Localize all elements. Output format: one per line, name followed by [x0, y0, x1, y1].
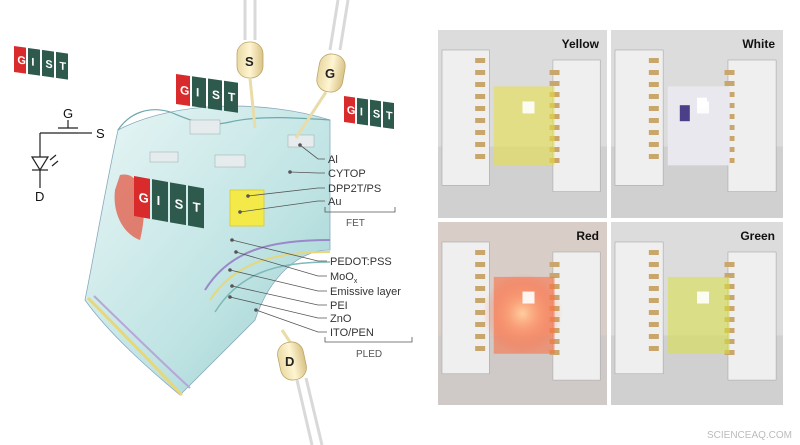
logo-letter: I — [157, 193, 161, 209]
pled-layer-label: ITO/PEN — [330, 327, 374, 339]
connector-source-label: S — [245, 54, 254, 69]
fet-layer-label: DPP2T/PS — [328, 183, 381, 195]
fet-layer-label: Al — [328, 154, 338, 166]
schematic-drain-label: D — [35, 189, 44, 204]
connector-source — [236, 0, 264, 129]
photo-panel: Yellow — [438, 30, 607, 218]
fet-layer-label: CYTOP — [328, 168, 366, 180]
fet-layer-label: Au — [328, 196, 341, 208]
schematic-gate-label: G — [63, 106, 73, 121]
pled-layer-label: ZnO — [330, 313, 352, 325]
pled-layer-label: Emissive layer — [330, 286, 401, 298]
logo-letter: T — [59, 60, 66, 73]
layer-leader-lines — [228, 143, 327, 333]
photo-panel: Green — [611, 222, 783, 405]
logo-letter: T — [386, 110, 393, 123]
logo-letter: G — [180, 83, 189, 98]
pled-group-label: PLED — [356, 349, 382, 360]
logo-letter: T — [228, 90, 236, 105]
logo-letter: I — [196, 85, 199, 99]
schematic-source-label: S — [96, 126, 105, 141]
logo-letter: G — [17, 54, 26, 67]
pled-layer-label: PEDOT:PSS — [330, 256, 392, 268]
fet-group-label: FET — [346, 218, 365, 229]
connector-drain-label: D — [285, 354, 294, 369]
pled-layer-label: PEI — [330, 300, 348, 312]
photo-caption: Yellow — [562, 37, 600, 51]
connector-drain — [277, 329, 324, 445]
logo-letter: S — [373, 108, 380, 121]
connector-gate — [294, 0, 350, 139]
connector-gate-label: G — [325, 66, 335, 81]
photo-panel: Red — [438, 222, 607, 405]
logo-letter: T — [193, 199, 201, 215]
logo-letter: I — [31, 56, 34, 68]
watermark: SCIENCEAQ.COM — [707, 430, 792, 441]
logo-letter: S — [175, 196, 184, 212]
photo-caption: White — [742, 37, 775, 51]
photo-caption: Red — [576, 229, 599, 243]
logo-letter: S — [45, 58, 52, 71]
logo-letter: S — [212, 87, 220, 102]
logo-letter: I — [360, 106, 363, 118]
photo-caption: Green — [740, 229, 775, 243]
photo-panel: White — [611, 30, 783, 218]
circuit-schematic — [30, 120, 92, 188]
pled-layer-label: MoOx — [330, 271, 358, 285]
logo-letter: G — [347, 104, 356, 117]
logo-letter: G — [139, 190, 149, 207]
